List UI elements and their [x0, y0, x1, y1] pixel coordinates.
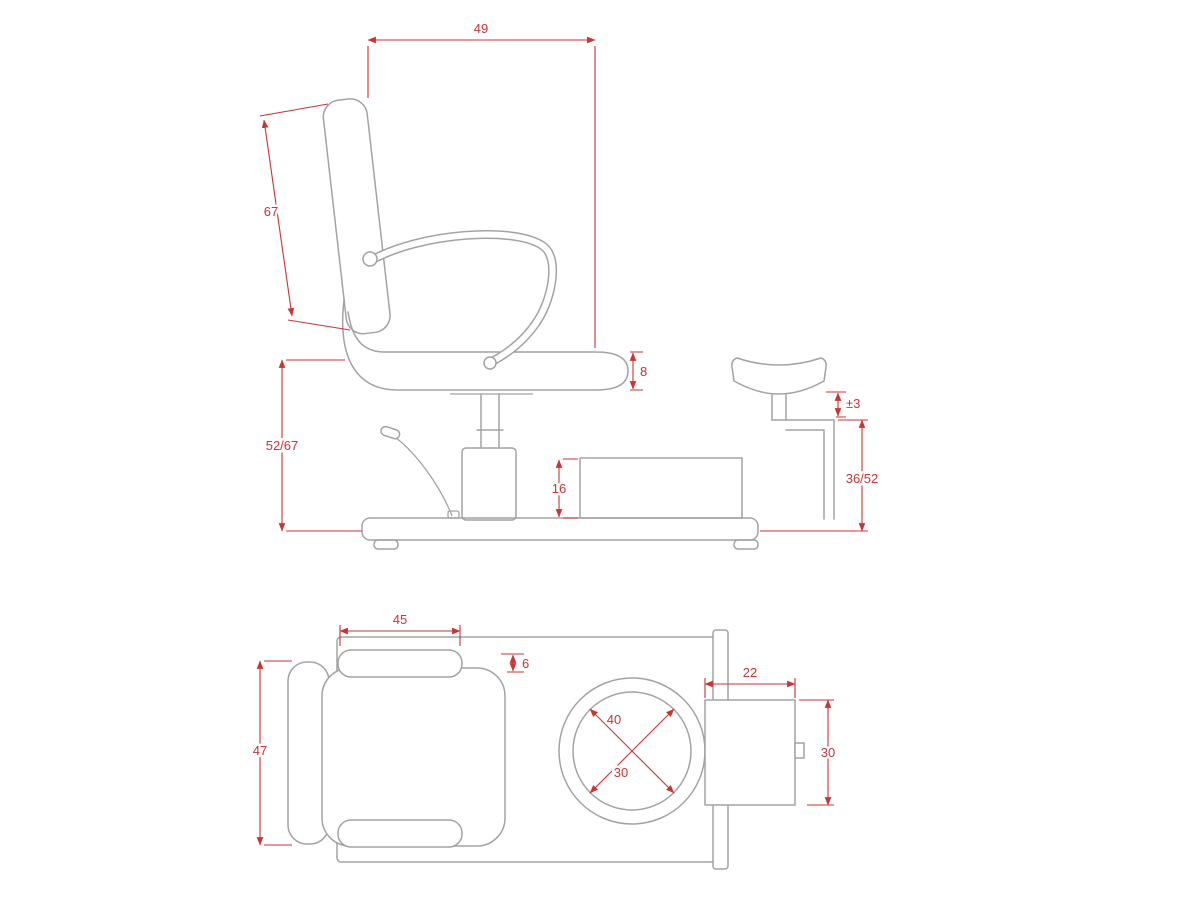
- side-view-dimensions: 49 67 8 52/67 16 ±3 36/52: [259, 19, 881, 532]
- dim-line-backrest-length: [261, 119, 295, 317]
- ext-line: [501, 653, 524, 673]
- tray-box: [704, 699, 796, 806]
- dim-backrest-length: 67: [264, 204, 278, 219]
- pedestal-stem: [476, 393, 504, 449]
- ext-line: [563, 458, 578, 519]
- ext-line: [630, 351, 643, 391]
- footrest-stem: [771, 393, 787, 421]
- armrest-plan-top: [337, 649, 463, 678]
- dim-bowl-inner-diameter: 30: [614, 765, 628, 780]
- base-platform: [361, 517, 759, 541]
- footrest-bracket: [771, 419, 835, 520]
- backrest: [322, 98, 391, 335]
- ext-line: [264, 660, 292, 846]
- ext-line: [286, 359, 362, 532]
- armrest-plan-bottom: [337, 819, 463, 848]
- dim-basin-height: 16: [552, 481, 566, 496]
- dim-seat-depth: 47: [253, 743, 267, 758]
- dim-line-bowl-inner: [589, 708, 675, 794]
- dim-tray-width: 22: [743, 665, 757, 680]
- bowl-inner: [572, 691, 692, 811]
- seat: [341, 299, 629, 391]
- plan-view: [287, 629, 805, 870]
- dim-footrest-height: 36/52: [846, 471, 879, 486]
- dim-armrest-offset: 6: [522, 656, 529, 671]
- ext-line: [339, 625, 461, 646]
- plan-view-dimensions: 45 6 47 40 30 22 30: [250, 610, 838, 846]
- tray-notch: [794, 742, 805, 759]
- armrest-joint-front: [483, 356, 497, 370]
- armrest-inner: [369, 231, 556, 364]
- footrest-cushion: [731, 357, 827, 395]
- base-foot-left: [373, 539, 399, 550]
- dim-footrest-travel: ±3: [846, 396, 860, 411]
- armrest: [367, 230, 558, 366]
- dim-tray-depth: 30: [821, 745, 835, 760]
- lever-handle: [380, 425, 401, 440]
- side-view: [322, 98, 835, 550]
- ext-line: [367, 46, 596, 348]
- ext-line: [826, 391, 846, 418]
- dim-seat-thickness: 8: [640, 364, 647, 379]
- lever-cable: [395, 437, 453, 517]
- pedestal-base: [461, 447, 517, 521]
- dim-seat-height: 52/67: [266, 438, 299, 453]
- dim-seat-top-width: 49: [474, 21, 488, 36]
- armrest-joint-rear: [362, 251, 378, 267]
- base-foot-right: [733, 539, 759, 550]
- basin-box: [579, 457, 743, 519]
- dim-armrest-length: 45: [393, 612, 407, 627]
- dim-bowl-outer-diameter: 40: [607, 712, 621, 727]
- ext-line: [259, 103, 351, 331]
- lever-foot: [447, 510, 460, 519]
